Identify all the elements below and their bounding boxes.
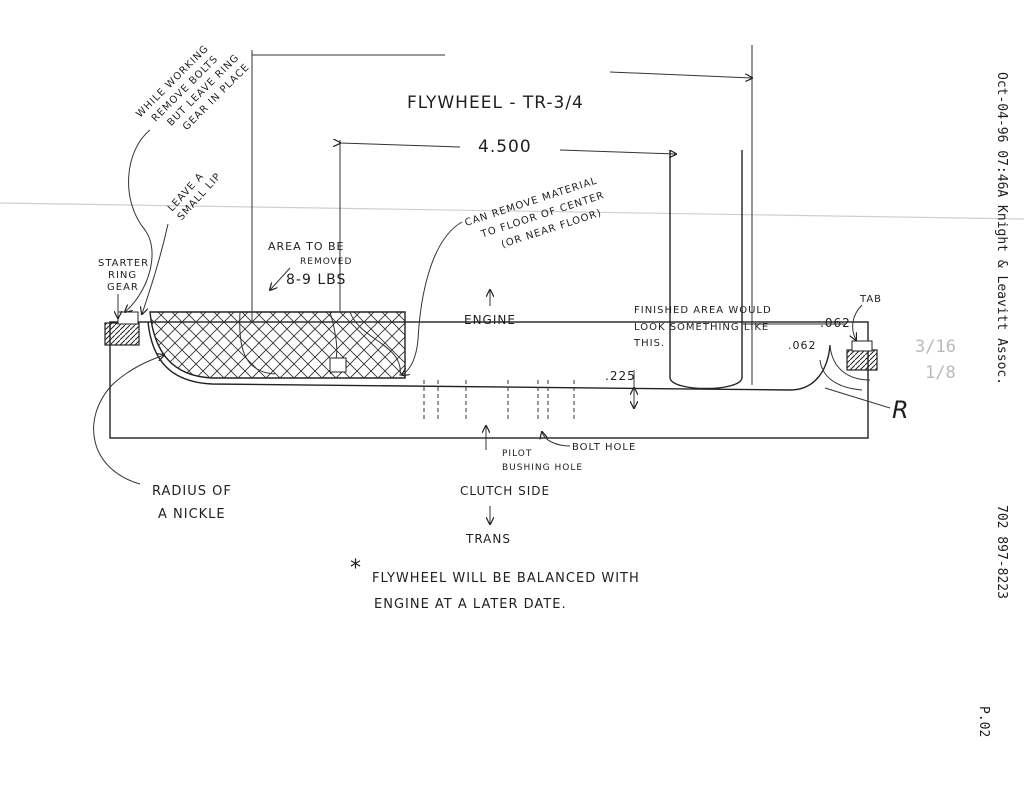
svg-text:A NICKLE: A NICKLE — [158, 507, 226, 522]
flywheel-body — [104, 311, 878, 439]
margin-note-3-16: 3/16 — [915, 337, 956, 357]
label-clutch-side: CLUTCH SIDE — [460, 484, 550, 498]
cavity-floor — [147, 321, 831, 391]
fax-header: Oct-04-96 07:46A Knight & Leavitt Assoc.… — [976, 72, 1009, 737]
svg-text:BUSHING HOLE: BUSHING HOLE — [502, 463, 583, 473]
label-trans: TRANS — [465, 532, 511, 546]
dimension-062-top: .062 — [820, 316, 851, 330]
ring-gear-right — [846, 349, 878, 371]
note-area-removed: AREA TO BE REMOVED 8-9 LBS — [268, 240, 352, 288]
svg-text:LOOK SOMETHING LIKE: LOOK SOMETHING LIKE — [634, 322, 769, 333]
svg-text:FLYWHEEL WILL BE BALANCED WITH: FLYWHEEL WILL BE BALANCED WITH — [372, 571, 640, 586]
note-finished-area: FINISHED AREA WOULD LOOK SOMETHING LIKE … — [633, 305, 772, 349]
fax-page-number: P.02 — [976, 706, 991, 737]
svg-text:*: * — [350, 556, 362, 581]
scan-line — [0, 202, 1024, 220]
svg-text:THIS.: THIS. — [633, 338, 665, 349]
removal-area — [149, 311, 406, 379]
radius-label: R — [892, 396, 910, 424]
ring-gear-left — [104, 322, 140, 346]
dimension-062-side: .062 — [788, 339, 817, 352]
note-starter-ring-gear: STARTER RING GEAR — [98, 258, 149, 293]
svg-text:FINISHED AREA WOULD: FINISHED AREA WOULD — [634, 305, 772, 316]
fax-phone: 702 897-8223 — [994, 505, 1009, 599]
dimension-4500: 4.500 — [478, 137, 532, 157]
label-tab: TAB — [859, 294, 882, 305]
svg-text:GEAR: GEAR — [107, 282, 139, 293]
note-leave-lip: LEAVE A SMALL LIP — [166, 171, 224, 223]
dimension-225: .225 — [605, 369, 636, 383]
svg-text:ENGINE AT A LATER DATE.: ENGINE AT A LATER DATE. — [374, 597, 567, 612]
svg-text:PILOT: PILOT — [502, 449, 532, 459]
footnote: * FLYWHEEL WILL BE BALANCED WITH ENGINE … — [350, 556, 640, 612]
engine-projection-lines — [251, 45, 752, 390]
fax-timestamp: Oct-04-96 07:46A Knight & Leavitt Assoc. — [994, 72, 1009, 385]
label-pilot-bushing: PILOT BUSHING HOLE — [502, 449, 583, 473]
note-while-working: WHILE WORKING REMOVE BOLTS BUT LEAVE RIN… — [134, 43, 252, 133]
svg-text:8-9 LBS: 8-9 LBS — [286, 272, 346, 288]
note-radius-nickle: RADIUS OF A NICKLE — [152, 484, 232, 522]
margin-note-1-8: 1/8 — [925, 363, 956, 383]
svg-text:STARTER: STARTER — [98, 258, 149, 269]
svg-text:REMOVED: REMOVED — [300, 257, 352, 267]
label-bolt-hole: BOLT HOLE — [572, 442, 636, 453]
drawing-title: FLYWHEEL - TR-3/4 — [407, 93, 584, 113]
svg-text:RADIUS OF: RADIUS OF — [152, 484, 232, 499]
svg-text:RING: RING — [108, 270, 137, 281]
label-engine: ENGINE — [464, 313, 516, 327]
note-can-remove: CAN REMOVE MATERIAL TO FLOOR OF CENTER (… — [464, 175, 606, 250]
bolt-boss — [329, 357, 347, 373]
svg-text:AREA TO BE: AREA TO BE — [268, 240, 345, 253]
